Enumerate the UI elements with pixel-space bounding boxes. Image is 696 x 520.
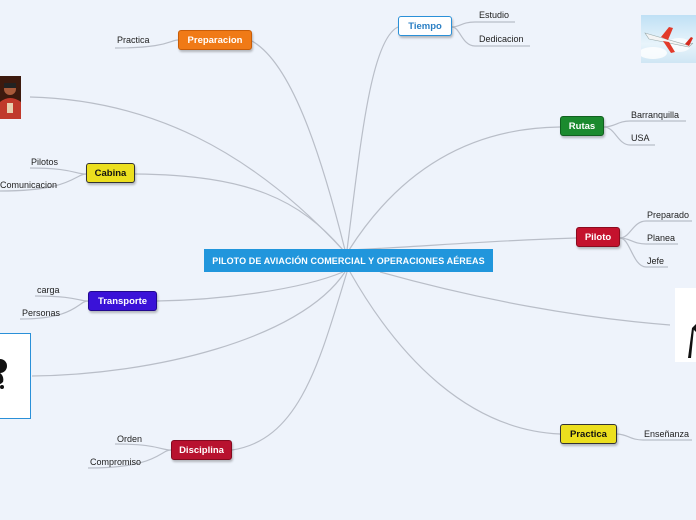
node-rutas[interactable]: Rutas	[560, 116, 604, 136]
node-practica[interactable]: Practica	[560, 424, 617, 444]
link-pilot-image	[30, 97, 343, 250]
link-transporte	[157, 272, 343, 301]
partial-image-right[interactable]	[675, 288, 696, 362]
leaf-practica-preparacion[interactable]: Practica	[117, 35, 150, 45]
leaf-ensenanza[interactable]: Enseñanza	[644, 429, 689, 439]
link-preparacion	[250, 40, 345, 250]
leaf-personas[interactable]: Personas	[22, 308, 60, 318]
leaf-compromiso[interactable]: Compromiso	[90, 457, 141, 467]
leaf-carga[interactable]: carga	[37, 285, 60, 295]
link-practica	[350, 272, 560, 434]
link-cabina	[135, 174, 343, 250]
node-tiempo[interactable]: Tiempo	[398, 16, 452, 36]
leaf-barranquilla[interactable]: Barranquilla	[631, 110, 679, 120]
link-rutas	[349, 127, 560, 250]
leaf-pilotos[interactable]: Pilotos	[31, 157, 58, 167]
link-disciplina	[232, 272, 347, 450]
node-preparacion[interactable]: Preparacion	[178, 30, 252, 50]
link-right-image	[380, 272, 670, 325]
leaf-dedicacion[interactable]: Dedicacion	[479, 34, 524, 44]
airplane-photo[interactable]	[641, 15, 696, 63]
node-piloto[interactable]: Piloto	[576, 227, 620, 247]
leaf-planea[interactable]: Planea	[647, 233, 675, 243]
leaf-estudio[interactable]: Estudio	[479, 10, 509, 20]
node-disciplina[interactable]: Disciplina	[171, 440, 232, 460]
leaf-orden[interactable]: Orden	[117, 434, 142, 444]
leaf-comunicacion[interactable]: Comunicacion	[0, 180, 57, 190]
leaf-jefe[interactable]: Jefe	[647, 256, 664, 266]
node-transporte[interactable]: Transporte	[88, 291, 157, 311]
link-silhouette	[32, 272, 345, 376]
leaf-usa[interactable]: USA	[631, 133, 650, 143]
silhouette-image[interactable]	[0, 333, 31, 419]
leaf-preparado[interactable]: Preparado	[647, 210, 689, 220]
pilot-photo[interactable]	[0, 76, 21, 119]
node-cabina[interactable]: Cabina	[86, 163, 135, 183]
central-topic[interactable]: PILOTO DE AVIACIÓN COMERCIAL Y OPERACION…	[204, 249, 493, 272]
